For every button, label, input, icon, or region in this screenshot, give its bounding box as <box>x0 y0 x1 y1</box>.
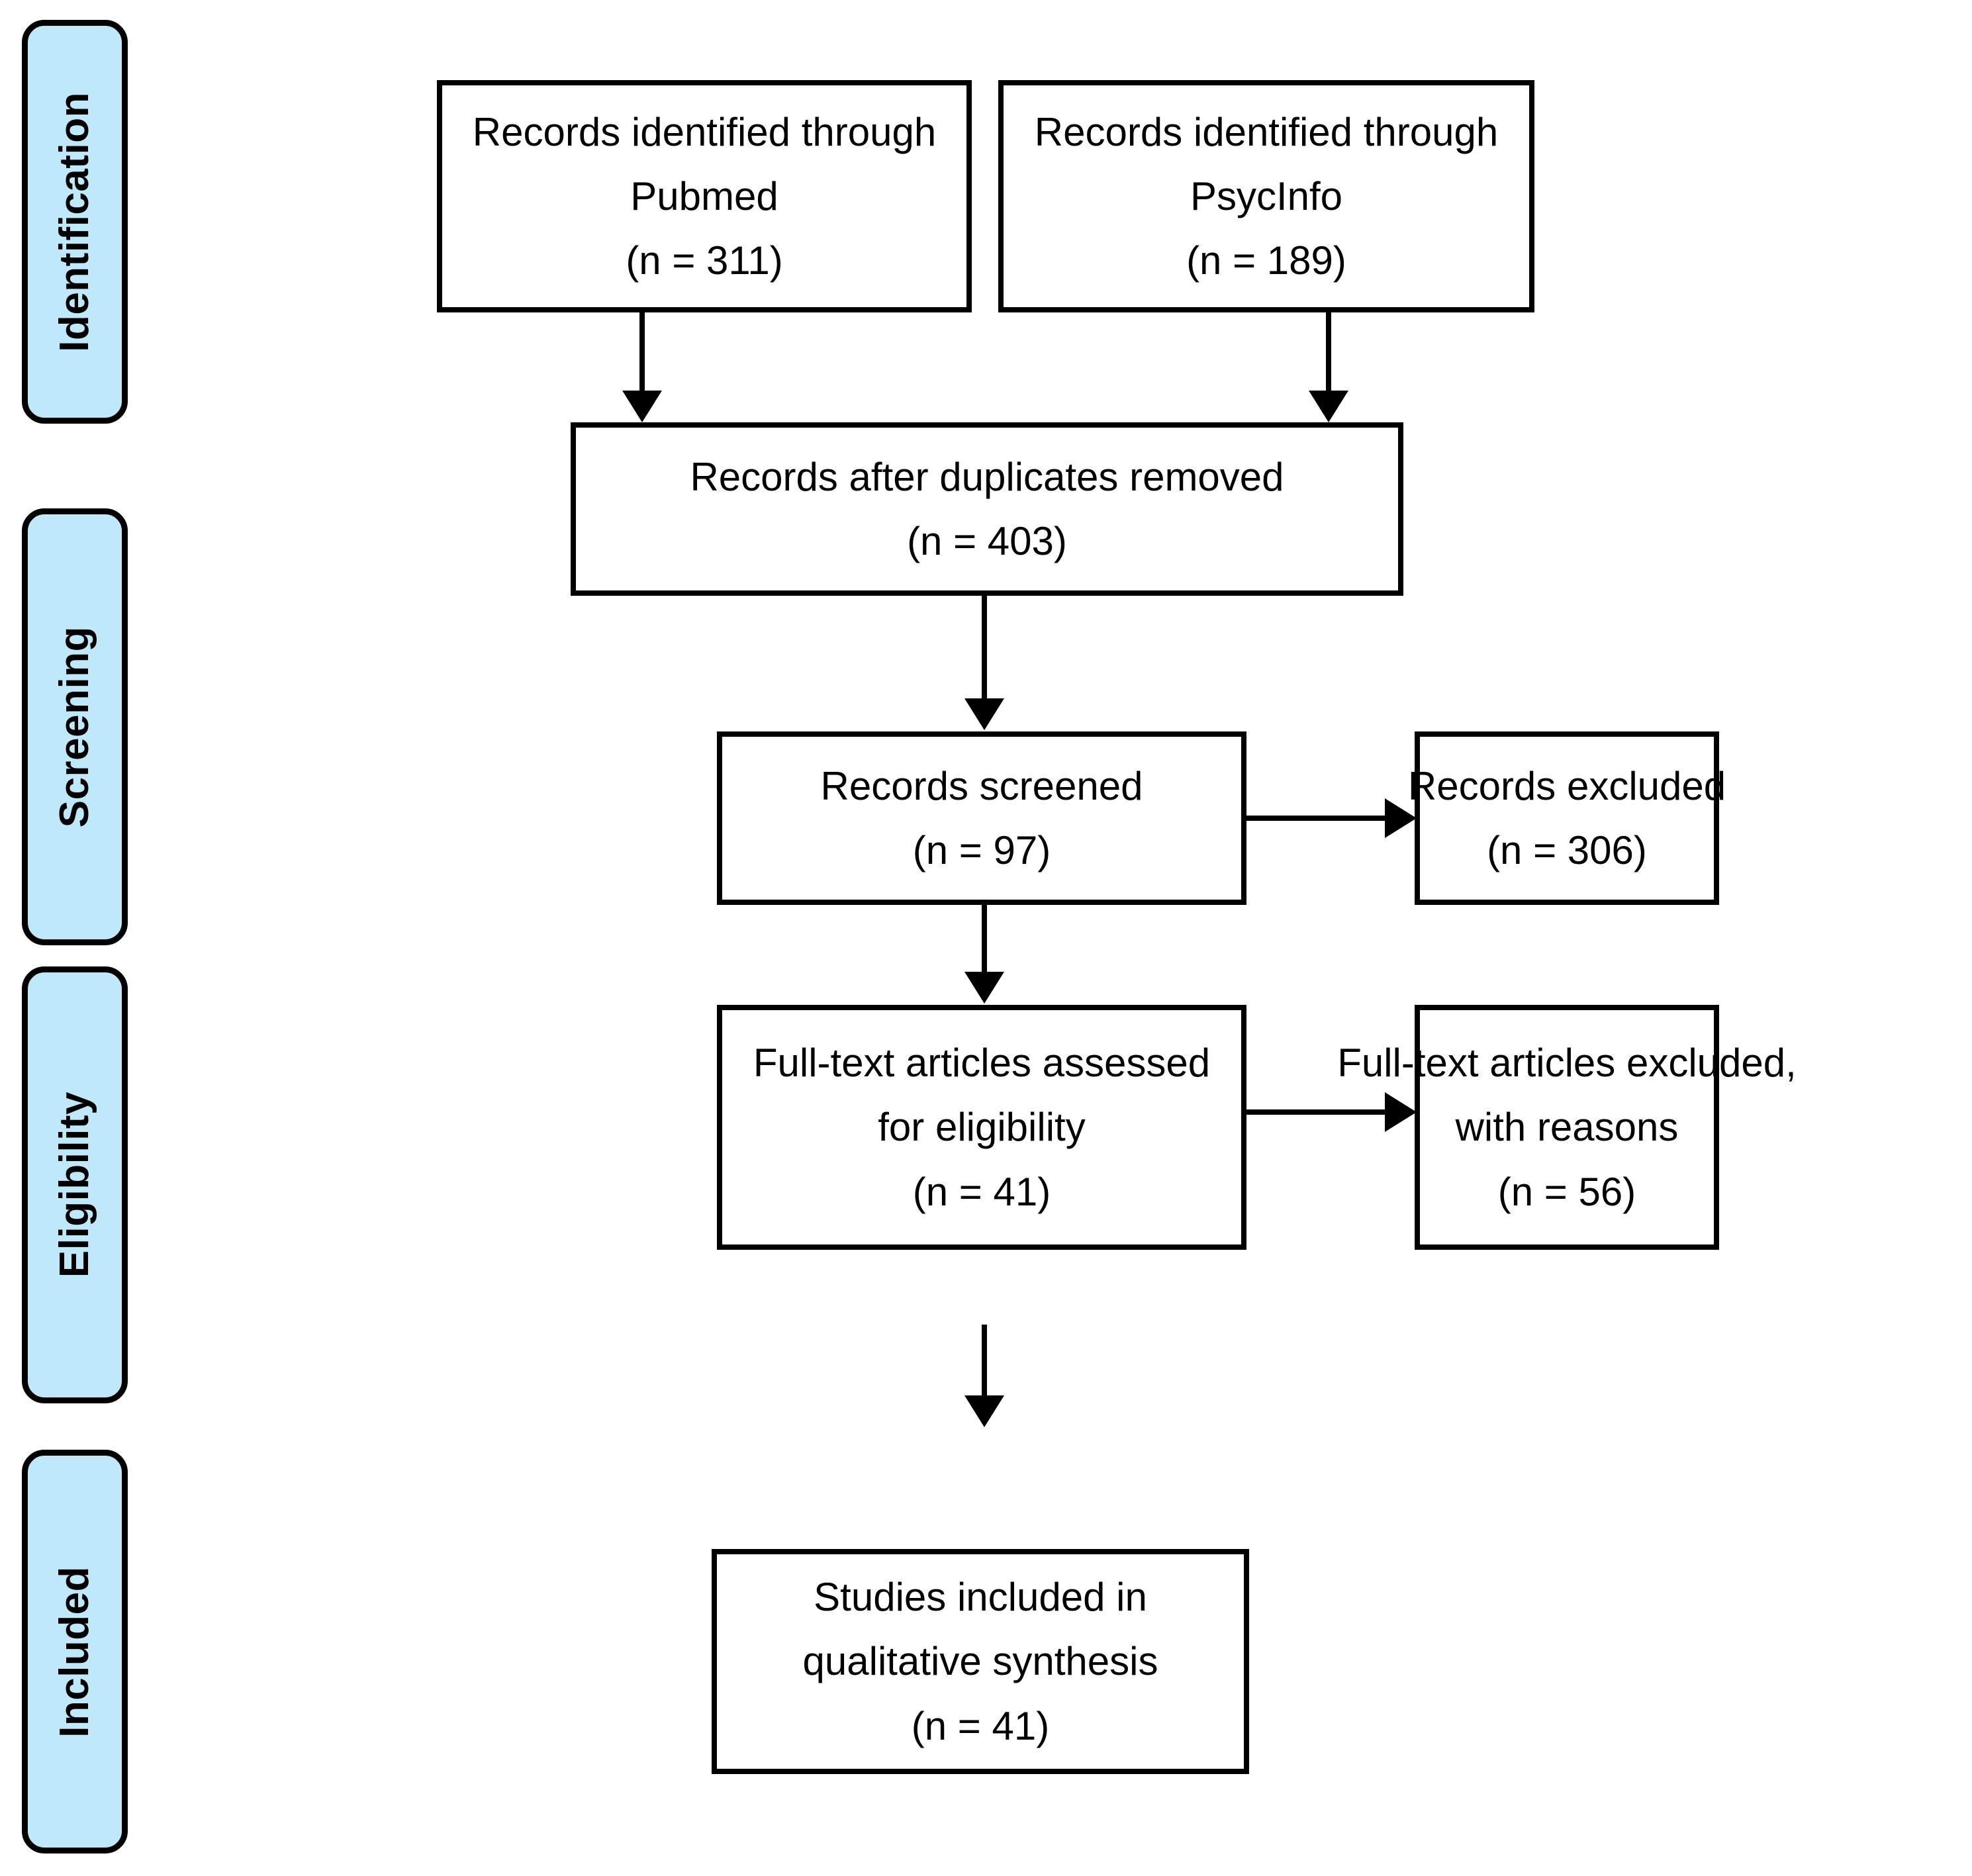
connector-fulltext-to-excluded-line <box>1246 1109 1387 1115</box>
connector-psycinfo-to-duplicates-arrowhead <box>1309 391 1348 422</box>
stage-label-identification-text: Identification <box>52 91 97 352</box>
box-psycinfo-line-2: PsycInfo <box>1190 173 1343 218</box>
box-pubmed-count: (n = 311) <box>626 238 783 283</box>
box-records-screened: Records screened (n = 97) <box>717 731 1246 905</box>
box-psycinfo-line-1: Records identified through <box>1034 109 1499 154</box>
connector-screened-to-fulltext-arrowhead <box>964 972 1004 1004</box>
box-studies-included-qualitative-synthesis: Studies included in qualitative synthesi… <box>712 1549 1249 1774</box>
connector-pubmed-to-duplicates-line <box>639 312 645 392</box>
box-studies-included-line-1: Studies included in <box>814 1575 1147 1620</box>
box-fulltext-excluded-line-1: Full-text articles excluded, <box>1337 1041 1797 1086</box>
box-fulltext-assessed-line-1: Full-text articles assessed <box>753 1041 1211 1086</box>
box-fulltext-excluded-line-2: with reasons <box>1455 1105 1679 1150</box>
box-duplicates-line-1: Records after duplicates removed <box>690 454 1284 499</box>
box-fulltext-assessed-count: (n = 41) <box>912 1169 1051 1214</box>
box-pubmed-line-1: Records identified through <box>472 109 937 154</box>
box-fulltext-excluded-with-reasons: Full-text articles excluded, with reason… <box>1337 1005 1797 1250</box>
box-fulltext-assessed-for-eligibility: Full-text articles assessed for eligibil… <box>717 1005 1246 1250</box>
connector-pubmed-to-duplicates-arrowhead <box>622 391 662 422</box>
box-records-excluded: Records excluded (n = 306) <box>1408 731 1726 905</box>
box-pubmed-line-2: Pubmed <box>630 173 778 218</box>
box-records-excluded-count: (n = 306) <box>1487 828 1647 872</box>
box-records-identified-pubmed: Records identified through Pubmed (n = 3… <box>437 80 972 312</box>
stage-label-identification: Identification <box>22 20 128 424</box>
connector-screened-to-excluded-line <box>1246 816 1387 821</box>
stage-label-eligibility: Eligibility <box>22 966 128 1403</box>
box-records-identified-psycinfo: Records identified through PsycInfo (n =… <box>998 80 1534 312</box>
box-fulltext-excluded-count: (n = 56) <box>1497 1169 1636 1214</box>
box-screened-line-1: Records screened <box>820 763 1143 808</box>
box-screened-count: (n = 97) <box>912 828 1051 872</box>
connector-duplicates-to-screened-arrowhead <box>964 698 1004 730</box>
stage-label-included-text: Included <box>52 1566 97 1738</box>
stage-label-screening-text: Screening <box>52 626 97 828</box>
connector-fulltext-to-included-arrowhead <box>964 1395 1004 1427</box>
stage-label-eligibility-text: Eligibility <box>52 1092 97 1278</box>
stage-label-screening: Screening <box>22 508 128 945</box>
box-records-after-duplicates-removed: Records after duplicates removed (n = 40… <box>571 422 1403 596</box>
stage-label-included: Included <box>22 1450 128 1853</box>
box-duplicates-count: (n = 403) <box>907 519 1067 563</box>
connector-screened-to-excluded-arrowhead <box>1385 798 1417 838</box>
connector-fulltext-to-included-line <box>982 1325 987 1397</box>
box-studies-included-line-2: qualitative synthesis <box>802 1639 1158 1684</box>
box-records-excluded-line-1: Records excluded <box>1407 763 1726 808</box>
connector-duplicates-to-screened-line <box>982 596 987 700</box>
connector-psycinfo-to-duplicates-line <box>1326 312 1331 392</box>
connector-screened-to-fulltext-line <box>982 905 987 973</box>
box-fulltext-assessed-line-2: for eligibility <box>878 1105 1086 1150</box>
connector-fulltext-to-excluded-arrowhead <box>1385 1092 1417 1132</box>
box-psycinfo-count: (n = 189) <box>1186 238 1346 283</box>
box-studies-included-count: (n = 41) <box>911 1703 1050 1748</box>
